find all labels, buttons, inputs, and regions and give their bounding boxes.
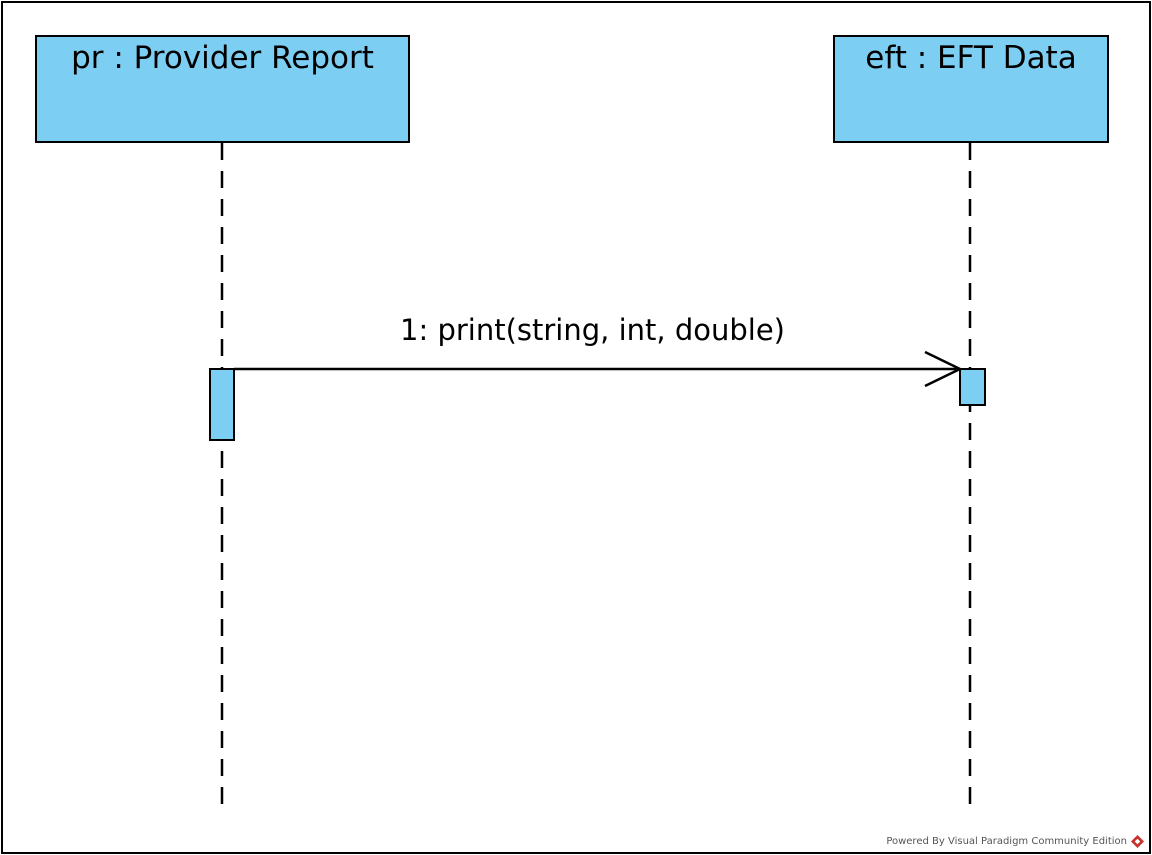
message-arrowhead-icon (924, 350, 963, 388)
lifeline-head-eft[interactable]: eft : EFT Data (833, 35, 1109, 143)
lifeline-label-eft: eft : EFT Data (865, 40, 1077, 76)
footer-text: Powered By Visual Paradigm Community Edi… (886, 836, 1127, 847)
footer-watermark: Powered By Visual Paradigm Community Edi… (886, 835, 1144, 848)
activation-bar-eft[interactable] (959, 368, 986, 406)
lifeline-label-pr: pr : Provider Report (71, 40, 374, 76)
lifeline-head-pr[interactable]: pr : Provider Report (35, 35, 410, 143)
message-label[interactable]: 1: print(string, int, double) (400, 313, 785, 347)
activation-bar-pr[interactable] (209, 368, 235, 441)
visual-paradigm-logo-icon (1131, 835, 1144, 848)
